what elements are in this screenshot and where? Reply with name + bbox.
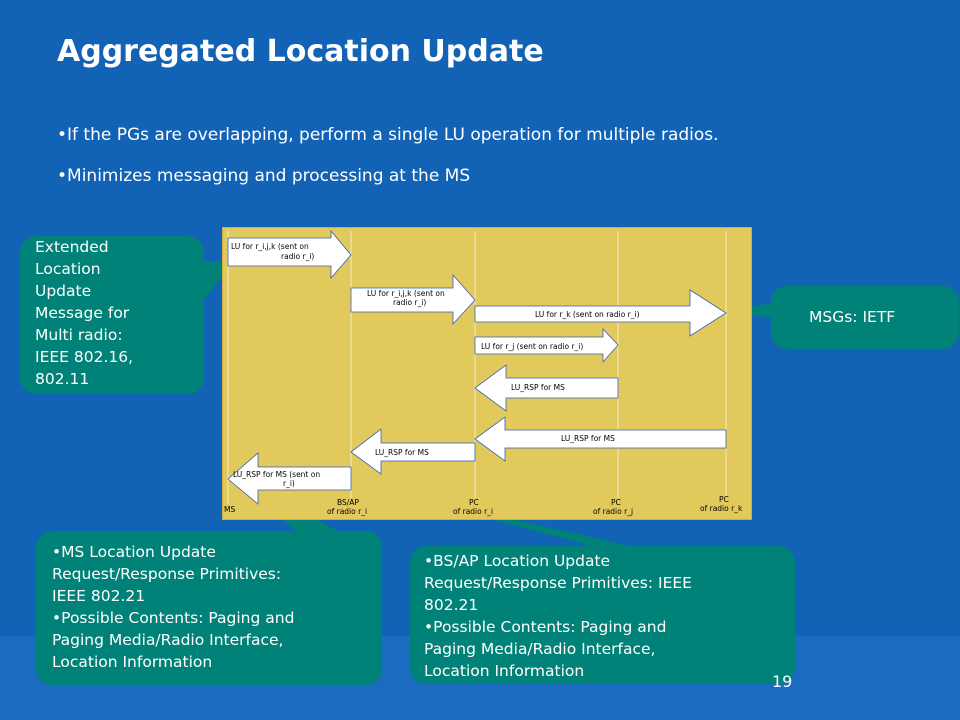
message-label: LU_RSP for MS (sent on xyxy=(233,470,320,479)
message-label: radio r_i) xyxy=(393,298,426,307)
message-arrow-1 xyxy=(227,229,352,280)
callout-line: IEEE 802.16, xyxy=(35,348,134,366)
entity-label-bs: BS/AP xyxy=(337,498,359,507)
entity-label-pc-j: PC xyxy=(611,498,621,507)
message-label: LU_RSP for MS xyxy=(561,434,615,443)
entity-label-bs: of radio r_i xyxy=(327,507,367,516)
message-label: LU for r_i,j,k (sent on xyxy=(231,242,309,251)
entity-label-pc-i: of radio r_i xyxy=(453,507,493,516)
message-arrow-7 xyxy=(350,428,476,475)
callout-line: MSGs: IETF xyxy=(809,308,896,326)
entity-label-pc-j: of radio r_j xyxy=(593,507,633,516)
message-arrow-8 xyxy=(227,452,352,505)
message-label: radio r_i) xyxy=(281,252,314,261)
bullet-item: Minimizes messaging and processing at th… xyxy=(57,163,719,189)
callout-line: MS Location Update xyxy=(52,541,382,563)
message-label: r_i) xyxy=(283,479,295,488)
message-label: LU_RSP for MS xyxy=(511,383,565,392)
callout-line: Location Information xyxy=(424,662,585,680)
callout-line: Paging Media/Radio Interface, xyxy=(424,640,656,658)
message-label: LU for r_j (sent on radio r_i) xyxy=(481,342,583,351)
callout-line: Request/Response Primitives: xyxy=(52,565,282,583)
callout-line: Possible Contents: Paging and xyxy=(424,616,795,638)
callout-line: IEEE 802.21 xyxy=(52,587,146,605)
callout-line: Request/Response Primitives: IEEE xyxy=(424,574,692,592)
callout-line: BS/AP Location Update xyxy=(424,550,795,572)
bullet-item: If the PGs are overlapping, perform a si… xyxy=(57,122,719,148)
entity-label-pc-k: of radio r_k xyxy=(700,504,743,513)
bullet-list: If the PGs are overlapping, perform a si… xyxy=(57,122,719,204)
callout-line: Extended xyxy=(35,238,109,256)
message-arrow-5 xyxy=(474,364,619,412)
callout-line: Paging Media/Radio Interface, xyxy=(52,631,284,649)
callout-line: Multi radio: xyxy=(35,326,123,344)
message-label: LU for r_i,j,k (sent on xyxy=(367,289,445,298)
msgs-callout: MSGs: IETF xyxy=(771,286,959,349)
page-number: 19 xyxy=(772,672,793,691)
message-arrow-4 xyxy=(474,327,619,364)
message-arrow-3 xyxy=(474,289,727,337)
slide-title: Aggregated Location Update xyxy=(57,34,544,69)
callout-line: Update xyxy=(35,282,92,300)
callout-line: Possible Contents: Paging and xyxy=(52,607,382,629)
callout-line: 802.21 xyxy=(424,596,479,614)
entity-label-pc-i: PC xyxy=(469,498,479,507)
message-label: LU for r_k (sent on radio r_i) xyxy=(535,310,640,319)
ms-primitives-callout: MS Location Update Request/Response Prim… xyxy=(36,531,382,685)
callout-line: Message for xyxy=(35,304,130,322)
entity-label-pc-k: PC xyxy=(719,495,729,504)
bs-primitives-callout: BS/AP Location Update Request/Response P… xyxy=(410,546,795,684)
extended-lu-callout: Extended Location Update Message for Mul… xyxy=(20,236,204,394)
callout-line: Location xyxy=(35,260,101,278)
message-label: LU_RSP for MS xyxy=(375,448,429,457)
message-arrow-2 xyxy=(350,273,476,326)
message-arrow-6 xyxy=(474,416,727,462)
callout-line: 802.11 xyxy=(35,370,90,388)
callout-line: Location Information xyxy=(52,653,213,671)
entity-label-ms: MS xyxy=(224,505,235,514)
sequence-diagram-canvas: LU for r_i,j,k (sent on radio r_i) LU fo… xyxy=(224,229,743,516)
sequence-diagram: LU for r_i,j,k (sent on radio r_i) LU fo… xyxy=(222,227,752,520)
